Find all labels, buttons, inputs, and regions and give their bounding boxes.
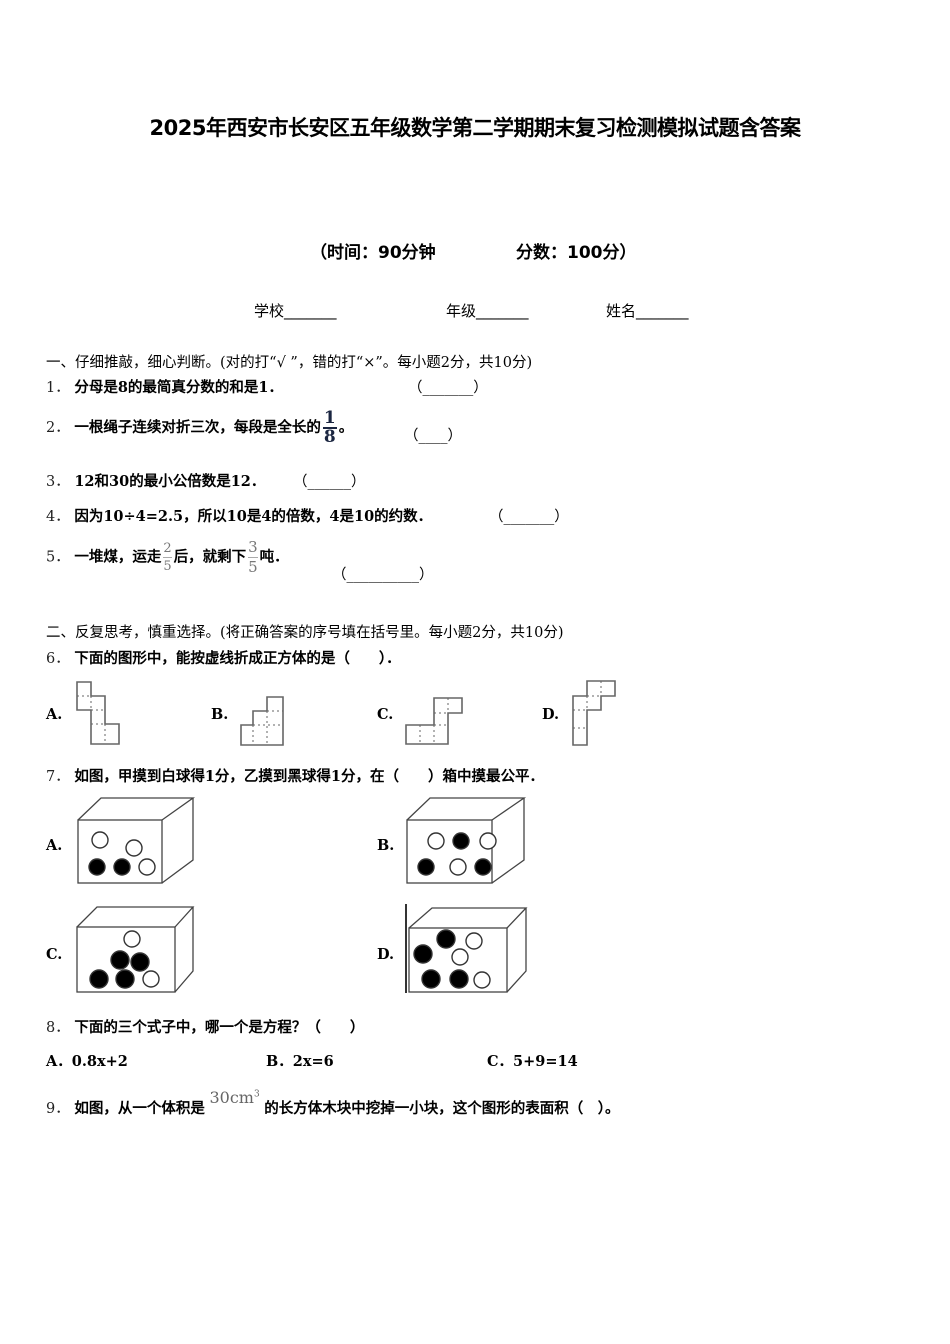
name-field[interactable]: 姓名_______ <box>606 300 689 321</box>
q6-net-a-figure <box>76 681 120 745</box>
q1-number: 1． <box>46 380 70 396</box>
question-4: 4． 因为10÷4=2.5，所以10是4的倍数，4是10的约数． <box>46 505 432 526</box>
q8-text: 下面的三个式子中，哪一个是方程？（ ） <box>74 1019 365 1036</box>
question-6: 6． 下面的图形中，能按虚线折成正方体的是（ ）． <box>46 647 401 668</box>
name-label: 姓名 <box>606 302 637 320</box>
q5-number: 5． <box>46 549 70 566</box>
q6-net-d-figure <box>572 680 616 746</box>
q8-option-c[interactable]: C．5+9=14 <box>487 1053 578 1070</box>
exam-time: （时间：90分钟 <box>310 243 436 263</box>
q6-text: 下面的图形中，能按虚线折成正方体的是（ ）． <box>74 650 401 667</box>
question-7: 7． 如图，甲摸到白球得1分，乙摸到黑球得1分，在（ ）箱中摸最公平． <box>46 765 544 786</box>
q7-option-d-label[interactable]: D. <box>377 946 395 963</box>
q7-box-b-figure <box>406 797 527 884</box>
q5-answer-blank[interactable]: （__________） <box>332 567 434 583</box>
section2-heading: 二、反复思考，慎重选择。(将正确答案的序号填在括号里。每小题2分，共10分) <box>46 625 564 641</box>
q7-option-c-label[interactable]: C. <box>46 946 63 963</box>
question-3: 3． 12和30的最小公倍数是12． <box>46 470 265 491</box>
name-blank: _______ <box>636 302 689 320</box>
q7-text: 如图，甲摸到白球得1分，乙摸到黑球得1分，在（ ）箱中摸最公平． <box>74 768 545 785</box>
q7-box-c-figure <box>76 906 195 993</box>
q6-option-a-label[interactable]: A. <box>46 706 63 723</box>
q6-net-b-figure <box>240 696 284 746</box>
question-9: 9． 如图，从一个体积是 30cm3 的长方体木块中挖掉一小块，这个图形的表面积… <box>46 1088 620 1117</box>
q6-option-d-label[interactable]: D. <box>542 706 560 723</box>
question-8: 8． 下面的三个式子中，哪一个是方程？（ ） <box>46 1016 364 1037</box>
q7-option-a-label[interactable]: A. <box>46 837 63 854</box>
exam-score: 分数：100分） <box>516 243 637 263</box>
grade-blank: _______ <box>476 302 529 320</box>
school-label: 学校 <box>254 302 285 320</box>
q7-box-a-figure <box>77 797 196 884</box>
q4-text: 因为10÷4=2.5，所以10是4的倍数，4是10的约数． <box>74 508 433 525</box>
q1-answer-blank[interactable]: （_______） <box>408 380 488 396</box>
q9-volume: 30cm3 <box>209 1088 260 1107</box>
document-title: 2025年西安市长安区五年级数学第二学期期末复习检测模拟试题含答案 <box>149 116 801 140</box>
q6-net-c-figure <box>405 697 463 745</box>
q4-answer-blank[interactable]: （_______） <box>489 509 569 525</box>
q2-answer-blank[interactable]: （____） <box>404 428 462 444</box>
q6-option-b-label[interactable]: B. <box>211 706 229 723</box>
q7-box-d-figure <box>405 904 528 993</box>
q8-number: 8． <box>46 1020 70 1036</box>
q3-text: 12和30的最小公倍数是12． <box>74 473 266 490</box>
section1-heading: 一、仔细推敲，细心判断。(对的打“√ ”，错的打“×”。每小题2分，共10分) <box>46 355 533 371</box>
q8-option-a[interactable]: A．0.8x+2 <box>46 1053 128 1070</box>
q4-number: 4． <box>46 509 70 525</box>
grade-field[interactable]: 年级_______ <box>446 300 529 321</box>
q6-option-c-label[interactable]: C. <box>377 706 394 723</box>
q3-answer-blank[interactable]: （______） <box>293 474 366 490</box>
q7-number: 7． <box>46 769 70 785</box>
q3-number: 3． <box>46 474 70 490</box>
q7-option-b-label[interactable]: B. <box>377 837 395 854</box>
question-1: 1． 分母是8的最简真分数的和是1． <box>46 376 283 397</box>
q8-option-b[interactable]: B．2x=6 <box>266 1053 334 1070</box>
q6-number: 6． <box>46 651 70 667</box>
school-field[interactable]: 学校_______ <box>254 300 337 321</box>
grade-label: 年级 <box>446 302 477 320</box>
q1-text: 分母是8的最简真分数的和是1． <box>74 379 284 396</box>
q2-text: 一根绳子连续对折三次，每段是全长的 <box>74 419 321 436</box>
q2-number: 2． <box>46 420 70 436</box>
q9-number: 9． <box>46 1101 70 1117</box>
school-blank: _______ <box>284 302 337 320</box>
